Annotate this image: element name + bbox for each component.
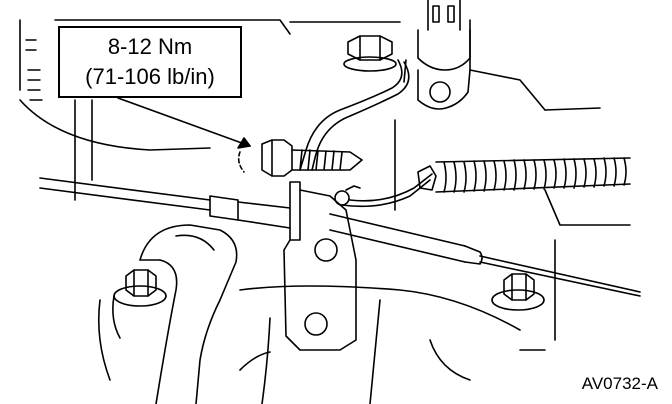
torque-lbin-label: (71-106 lb/in) [85, 64, 215, 89]
callout-leader [117, 97, 251, 149]
top-bolt [343, 35, 397, 72]
corrugated-harness [417, 157, 631, 193]
lower-right-bolt [491, 273, 545, 311]
long-rod [39, 177, 641, 297]
mounting-bracket [283, 181, 357, 351]
cable-clip [334, 173, 433, 208]
lower-left-bolt [112, 269, 167, 339]
lower-hose [139, 224, 238, 404]
lower-housing [97, 285, 521, 404]
figure-id-label: AV0732-A [581, 374, 658, 393]
torque-callout-box: 8-12 Nm (71-106 lb/in) [58, 26, 242, 98]
threaded-bolt [237, 139, 363, 177]
overhead-wire [299, 59, 410, 171]
upper-fitting [403, 0, 471, 110]
torque-nm-label: 8-12 Nm [107, 34, 193, 59]
hatch-marks [25, 39, 43, 101]
